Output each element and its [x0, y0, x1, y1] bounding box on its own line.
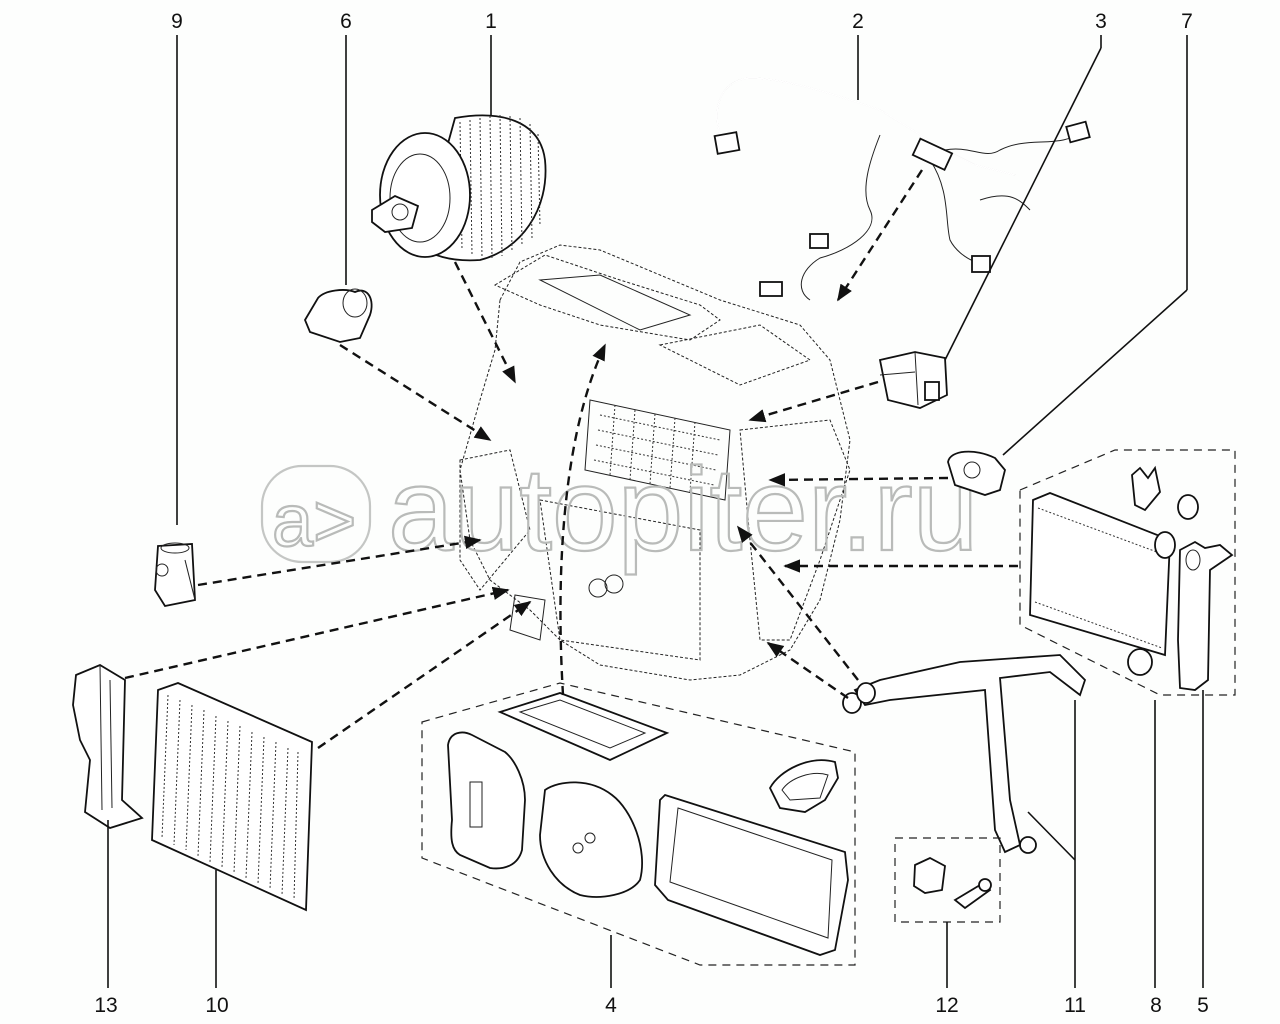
arrow-4 — [559, 343, 607, 696]
part-13-bracket — [72, 663, 144, 829]
arrow-3 — [748, 380, 879, 423]
watermark-text: autopiter.ru — [388, 444, 978, 576]
callout-6: 6 — [340, 10, 352, 33]
watermark-logo-frame — [260, 464, 372, 564]
leader-3b — [944, 47, 1102, 361]
callout-7: 7 — [1181, 10, 1193, 33]
part-11-heater-pipes — [842, 654, 1087, 854]
part-4-seal-kit — [421, 682, 856, 966]
part-1-blower-motor — [371, 114, 547, 262]
arrow-10 — [317, 601, 532, 749]
part-6-actuator-small — [303, 288, 373, 343]
leader-7b — [1002, 289, 1188, 456]
part-7-sensor — [947, 450, 1006, 496]
arrow-11a — [736, 525, 859, 681]
callout-5: 5 — [1197, 994, 1209, 1017]
housing-grille — [584, 399, 731, 501]
part-8-evaporator-kit — [1019, 449, 1236, 696]
callout-10: 10 — [205, 994, 228, 1017]
callout-2: 2 — [852, 10, 864, 33]
part-5-pipe-bracket — [1177, 540, 1234, 691]
callout-11: 11 — [1064, 994, 1086, 1017]
callout-3: 3 — [1095, 10, 1107, 33]
arrow-1 — [453, 261, 517, 384]
watermark: a> autopiter.ru — [260, 443, 980, 577]
leader-lines — [107, 35, 1204, 988]
callout-13: 13 — [94, 994, 117, 1017]
part-3-actuator-motor — [878, 351, 948, 409]
callout-4: 4 — [605, 994, 617, 1017]
callout-8: 8 — [1150, 994, 1162, 1017]
hvac-housing — [459, 244, 851, 681]
callout-12: 12 — [935, 994, 958, 1017]
arrow-2 — [836, 169, 924, 302]
arrow-11b — [766, 642, 849, 699]
arrow-13 — [124, 586, 510, 680]
arrow-6 — [339, 343, 492, 442]
callouts-top: 9 6 1 2 3 7 — [171, 10, 1193, 33]
arrow-9 — [197, 535, 482, 587]
callouts-bottom: 13 10 4 12 11 8 5 — [94, 994, 1209, 1017]
part-9-expansion-valve — [154, 542, 196, 608]
part-2-wiring-harness — [713, 77, 1091, 301]
assembly-arrows — [124, 169, 1018, 749]
watermark-logo: a> — [272, 479, 356, 562]
leader-11b — [1027, 811, 1076, 861]
callout-1: 1 — [485, 10, 497, 33]
part-10-cabin-filter — [151, 682, 313, 912]
part-12-clip-screw-kit — [894, 837, 1001, 923]
callout-9: 9 — [171, 10, 183, 33]
